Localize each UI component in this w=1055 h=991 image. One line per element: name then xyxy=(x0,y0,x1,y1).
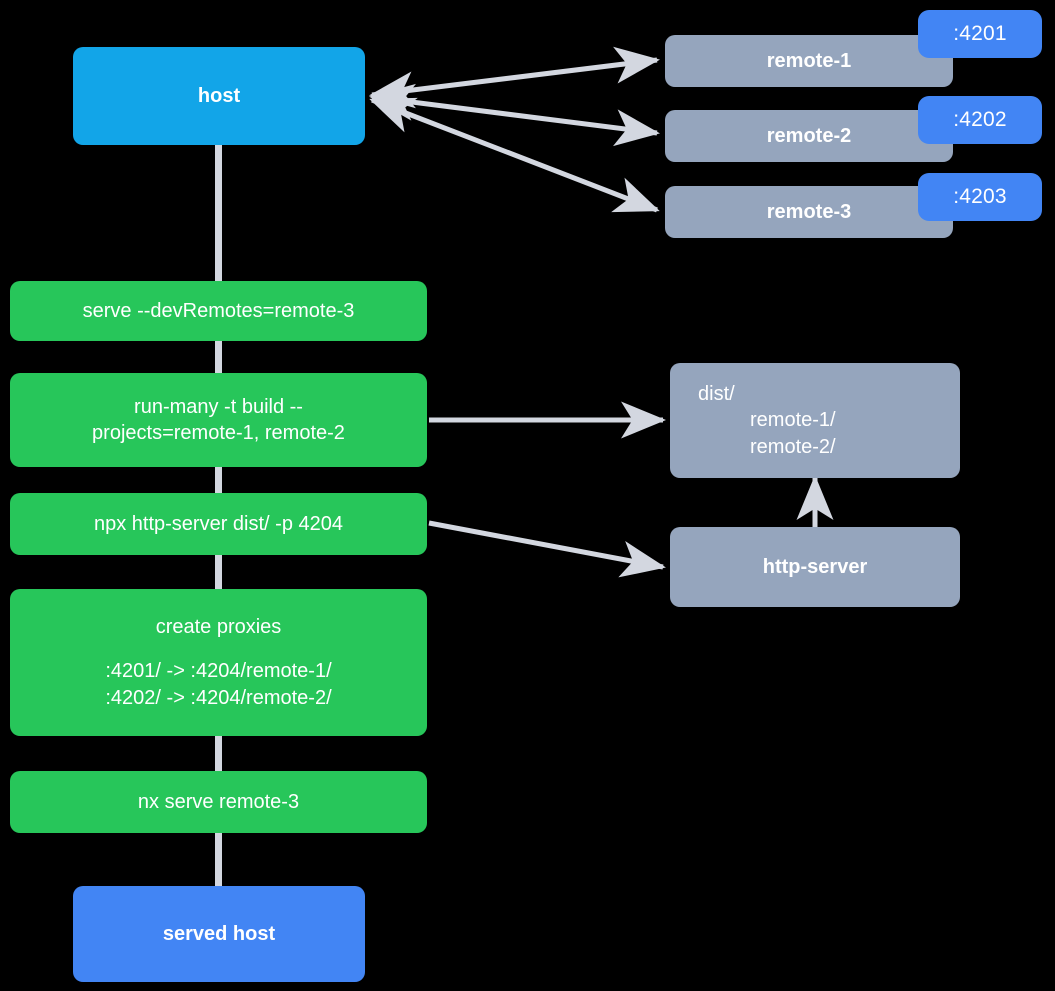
node-remote-1-label: remote-1 xyxy=(766,49,852,72)
port-badge-remote-3: :4203 xyxy=(918,173,1042,221)
node-served-host-label: served host xyxy=(162,922,276,945)
node-host-label: host xyxy=(197,84,241,107)
node-remote-2[interactable]: remote-2 xyxy=(665,110,953,162)
node-http-server[interactable]: http-server xyxy=(670,527,960,607)
node-command-run-many-line1: run-many -t build -- xyxy=(134,395,303,418)
proxy-mapping-1: :4201/ -> :4204/remote-1/ xyxy=(105,660,332,683)
port-badge-remote-1-label: :4201 xyxy=(953,22,1007,45)
port-badge-remote-2-label: :4202 xyxy=(953,108,1007,131)
edge-host-remote-1 xyxy=(369,46,660,109)
node-command-nx-serve-remote-3-label: nx serve remote-3 xyxy=(137,790,300,813)
node-command-npx-http-server[interactable]: npx http-server dist/ -p 4204 xyxy=(10,493,427,555)
proxy-mapping-2: :4202/ -> :4204/remote-2/ xyxy=(105,686,332,709)
port-badge-remote-3-label: :4203 xyxy=(953,185,1007,208)
node-command-run-many-line2: projects=remote-1, remote-2 xyxy=(92,422,345,444)
port-badge-remote-1: :4201 xyxy=(918,10,1042,58)
node-dist-artifact[interactable]: dist/ remote-1/ remote-2/ xyxy=(670,363,960,478)
dist-child-remote-2: remote-2/ xyxy=(750,435,836,458)
node-command-serve[interactable]: serve --devRemotes=remote-3 xyxy=(10,281,427,341)
port-badge-remote-2: :4202 xyxy=(918,96,1042,144)
edge-cmd-to-httpserver xyxy=(428,520,666,578)
node-command-nx-serve-remote-3[interactable]: nx serve remote-3 xyxy=(10,771,427,833)
node-host[interactable]: host xyxy=(73,47,365,145)
node-served-host[interactable]: served host xyxy=(73,886,365,982)
node-remote-3-label: remote-3 xyxy=(766,200,852,223)
node-command-npx-http-server-label: npx http-server dist/ -p 4204 xyxy=(93,512,343,535)
node-command-run-many[interactable]: run-many -t build -- projects=remote-1, … xyxy=(10,373,427,467)
node-remote-1[interactable]: remote-1 xyxy=(665,35,953,87)
node-remote-2-label: remote-2 xyxy=(766,124,852,147)
node-remote-3[interactable]: remote-3 xyxy=(665,186,953,238)
node-command-serve-label: serve --devRemotes=remote-3 xyxy=(82,299,355,322)
node-command-create-proxies-title: create proxies xyxy=(155,615,282,638)
edge-host-remote-3 xyxy=(369,97,660,213)
dist-child-remote-1: remote-1/ xyxy=(750,409,836,432)
edge-host-remote-2 xyxy=(369,83,660,147)
dist-root-label: dist/ xyxy=(698,382,735,405)
node-http-server-label: http-server xyxy=(762,555,868,578)
node-command-create-proxies[interactable]: create proxies :4201/ -> :4204/remote-1/… xyxy=(10,589,427,736)
